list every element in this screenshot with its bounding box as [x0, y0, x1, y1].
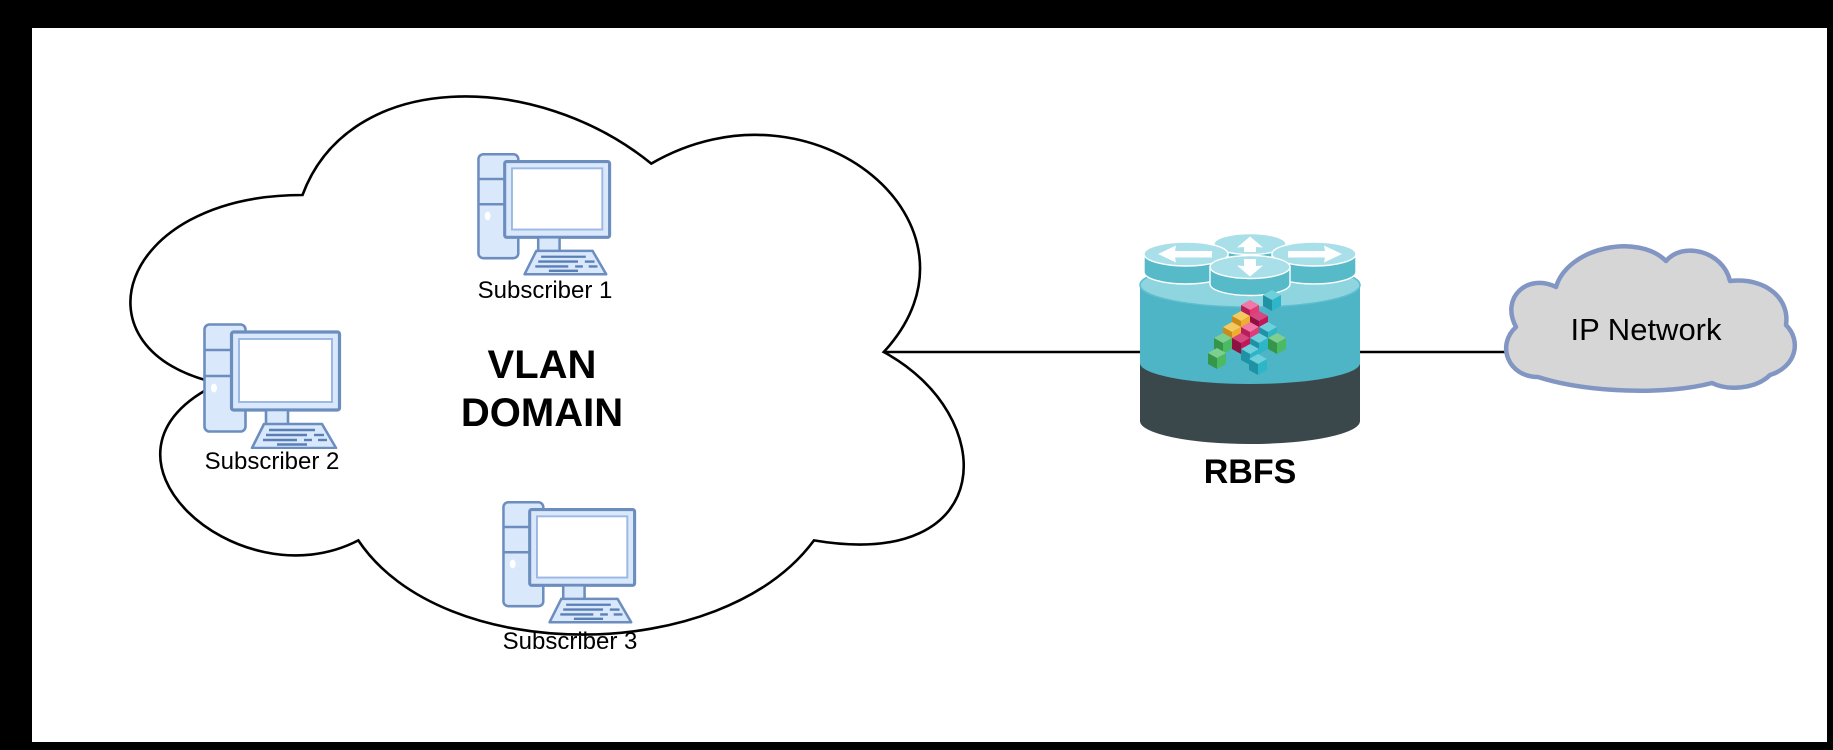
- subscriber-1-label: Subscriber 1: [478, 277, 613, 304]
- vlan-domain-title-line1: VLAN: [488, 343, 597, 387]
- subscriber-1-node: Subscriber 1: [477, 152, 613, 304]
- ip-network-cloud: IP Network: [1504, 244, 1797, 393]
- router-icon: [1139, 232, 1361, 444]
- subscriber-2-label: Subscriber 2: [205, 448, 340, 475]
- vlan-domain-title-line2: DOMAIN: [461, 391, 623, 435]
- vlan-domain-title: VLAN DOMAIN: [461, 343, 623, 435]
- ip-cloud-outline: [1504, 244, 1797, 393]
- rtbrick-cubes-logo-icon: [1208, 290, 1286, 375]
- rbfs-label: RBFS: [1204, 453, 1297, 491]
- rbfs-router-node: RBFS: [1139, 232, 1361, 491]
- computer-icon: [203, 323, 342, 449]
- router-arrows-icon: [1143, 232, 1357, 297]
- subscriber-3-label: Subscriber 3: [503, 628, 638, 655]
- ip-network-label: IP Network: [1570, 312, 1722, 347]
- computer-icon: [502, 500, 637, 624]
- subscriber-3-node: Subscriber 3: [502, 500, 638, 655]
- subscriber-2-node: Subscriber 2: [203, 323, 342, 475]
- computer-icon: [477, 152, 612, 276]
